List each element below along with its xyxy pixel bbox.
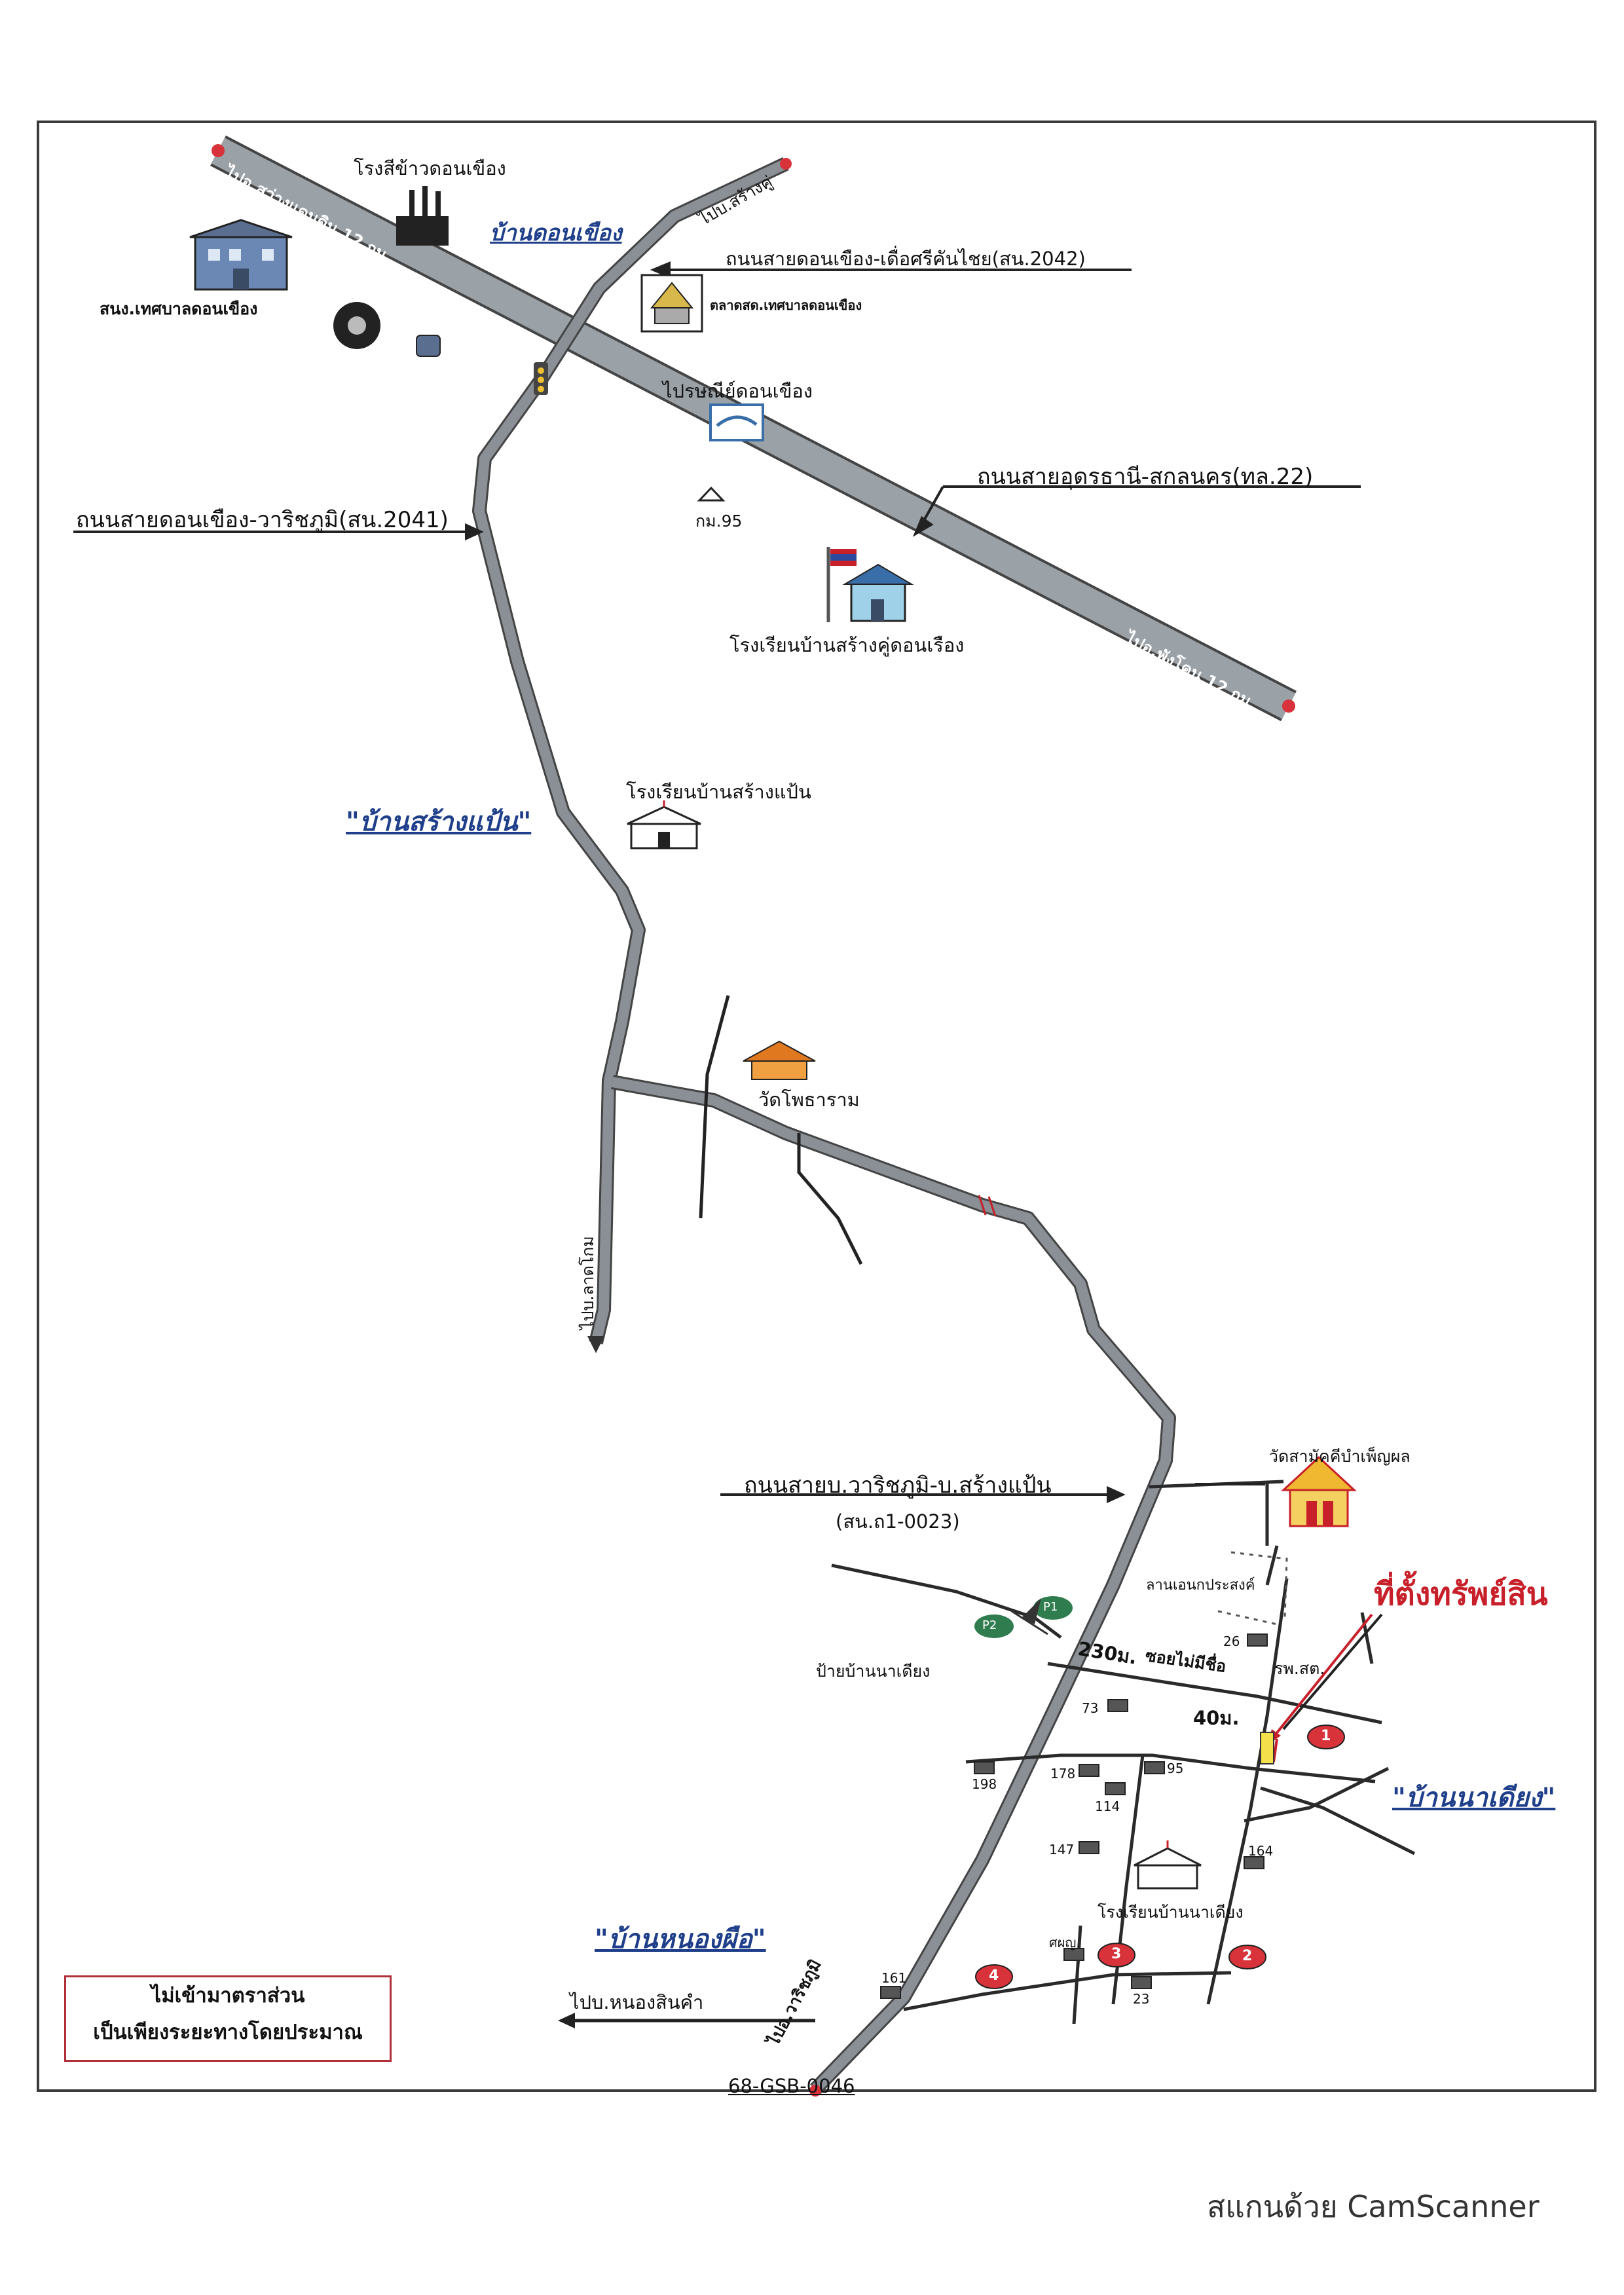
p1-label: P1 — [1043, 1600, 1058, 1614]
scanner-footer: สแกนด้วย CamScanner — [1207, 2189, 1540, 2224]
house-icon-26 — [1247, 1633, 1268, 1647]
village-ban-nong-phue: "บ้านหนองผือ" — [595, 1924, 766, 1954]
road-warit-label: ถนนสายบ.วาริชภูมิ-บ.สร้างแป้น — [744, 1472, 1052, 1499]
house-icon-95 — [1144, 1761, 1165, 1774]
dotted-boundaries — [1217, 1551, 1288, 1626]
p1-marker — [1033, 1596, 1073, 1620]
road-2042-label: ถนนสายดอนเขือง-เดื่อศรีคันไชย(สน.2042) — [726, 248, 1086, 270]
road-22-label: ถนนสายอุดรธานี-สกลนคร(ทล.22) — [977, 464, 1314, 490]
house-23-label: 23 — [1133, 1991, 1150, 2007]
label-arrows — [73, 261, 1383, 1763]
village-ban-don-khueang: บ้านดอนเขือง — [490, 220, 622, 246]
scale-note-line1: ไม่เข้ามาตราส่วน — [151, 1984, 305, 2007]
traffic-light-icon — [534, 362, 548, 395]
km95-label: กม.95 — [695, 512, 743, 531]
municipality-label: สนง.เทศบาลดอนเขือง — [100, 299, 258, 318]
p2-marker — [974, 1614, 1014, 1638]
crossing-mark — [978, 1195, 997, 1217]
house-icon-198 — [974, 1761, 995, 1774]
temple-icon — [743, 1040, 816, 1080]
house-icon-23 — [1131, 1976, 1152, 1989]
house-147-label: 147 — [1049, 1842, 1075, 1857]
wat-pho-label: วัดโพธาราม — [758, 1089, 860, 1111]
house-198-label: 198 — [972, 1776, 997, 1792]
compass-arrow — [1022, 1598, 1041, 1624]
km-marker-icon — [697, 486, 726, 502]
village-roads — [831, 1480, 1416, 2024]
house-114-label: 114 — [1095, 1799, 1120, 1814]
lan-community-label: ลานเอนกประสงค์ — [1146, 1577, 1255, 1594]
highway-end-west — [212, 144, 225, 157]
factory-icon — [396, 186, 449, 246]
distance-40-label: 40ม. — [1193, 1707, 1240, 1729]
temple-gold-icon — [1281, 1455, 1357, 1527]
house-icon-73 — [1107, 1699, 1128, 1712]
highway-end-east — [1282, 700, 1295, 713]
road-2041 — [472, 375, 646, 1353]
road-to-nong-sin-kham — [558, 2013, 815, 2028]
road-2041-label: ถนนสายดอนเขือง-วาริชภูมิ(สน.2041) — [76, 507, 449, 533]
road-code-label: (สน.ถ1-0023) — [836, 1510, 960, 1533]
marker-1-label: 1 — [1321, 1728, 1331, 1744]
marker-1 — [1307, 1725, 1345, 1749]
marker-2-label: 2 — [1242, 1948, 1253, 1964]
house-icon-147 — [1079, 1841, 1099, 1854]
house-icon-sala — [1063, 1948, 1084, 1961]
marker-3 — [1098, 1943, 1135, 1968]
marker-4-label: 4 — [989, 1968, 999, 1984]
road-to-sang-khu — [534, 157, 792, 384]
school-na-diang-icon — [1134, 1840, 1202, 1890]
to-nong-sin-kham-label: ไปบ.หนองสินคำ — [570, 1991, 704, 2013]
school-na-diang-label: โรงเรียนบ้านนาเดียง — [1098, 1903, 1244, 1922]
school-sang-paen-label: โรงเรียนบ้านสร้างแป้น — [626, 781, 811, 803]
school-flag-icon — [826, 547, 914, 622]
property-pointer — [1260, 1613, 1373, 1764]
road-east-branch — [611, 1075, 1176, 2097]
ror-bor-label: รพ.สต. — [1274, 1659, 1325, 1678]
bus-stop-label: ป้ายบ้านนาเดียง — [816, 1662, 931, 1681]
house-icon-164 — [1244, 1856, 1264, 1869]
numbered-markers — [975, 1725, 1345, 1989]
house-icon-178 — [1079, 1764, 1099, 1777]
market-icon — [640, 274, 703, 333]
property-location-label: ที่ตั้งทรัพย์สิน — [1374, 1576, 1548, 1613]
tire-icon — [333, 302, 380, 349]
house-178-label: 178 — [1050, 1766, 1076, 1782]
post-office-icon — [709, 403, 764, 441]
school-sang-khu-label: โรงเรียนบ้านสร้างคู่ดอนเรือง — [729, 634, 965, 656]
to-lat-khom-label: ไปบ.ลาดโกม — [578, 1236, 597, 1330]
house-161-label: 161 — [881, 1970, 907, 1986]
village-ban-sang-paen: "บ้านสร้างแป้น" — [346, 807, 532, 837]
scale-note-line2: เป็นเพียงระยะทางโดยประมาณ — [93, 2021, 363, 2044]
local-roads-wat-pho — [699, 995, 863, 1265]
house-icon-161 — [880, 1986, 901, 1999]
scale-note-box: ไม่เข้ามาตราส่วน เป็นเพียงระยะทางโดยประม… — [64, 1975, 392, 2062]
market-label: ตลาดสด.เทศบาลดอนเขือง — [710, 297, 862, 313]
house-icon-114 — [1105, 1782, 1126, 1795]
point-markers — [974, 1596, 1073, 1638]
marker-4 — [975, 1964, 1013, 1989]
house-95-label: 95 — [1167, 1761, 1184, 1776]
post-office-label: ไปรษณีย์ดอนเขือง — [663, 380, 813, 402]
marker-2 — [1228, 1945, 1266, 1969]
property-marker — [1260, 1732, 1274, 1764]
village-ban-na-diang: "บ้านนาเดียง" — [1392, 1783, 1556, 1813]
sala-label: ศผญ. — [1049, 1935, 1080, 1950]
house-73-label: 73 — [1082, 1700, 1099, 1716]
shop-icon — [416, 335, 441, 357]
municipal-building-icon — [189, 219, 293, 291]
marker-3-label: 3 — [1111, 1946, 1122, 1962]
rice-mill-label: โรงสีข้าวดอนเขือง — [354, 157, 506, 179]
house-icons — [880, 1633, 1268, 1999]
house-26-label: 26 — [1223, 1633, 1240, 1649]
p2-label: P2 — [982, 1618, 997, 1632]
document-code-label: 68-GSB-0046 — [728, 2075, 855, 2097]
school-icon — [627, 800, 701, 849]
house-164-label: 164 — [1248, 1843, 1274, 1859]
wat-samakkhi-label: วัดสามัคคีบำเพ็ญผล — [1269, 1447, 1411, 1466]
